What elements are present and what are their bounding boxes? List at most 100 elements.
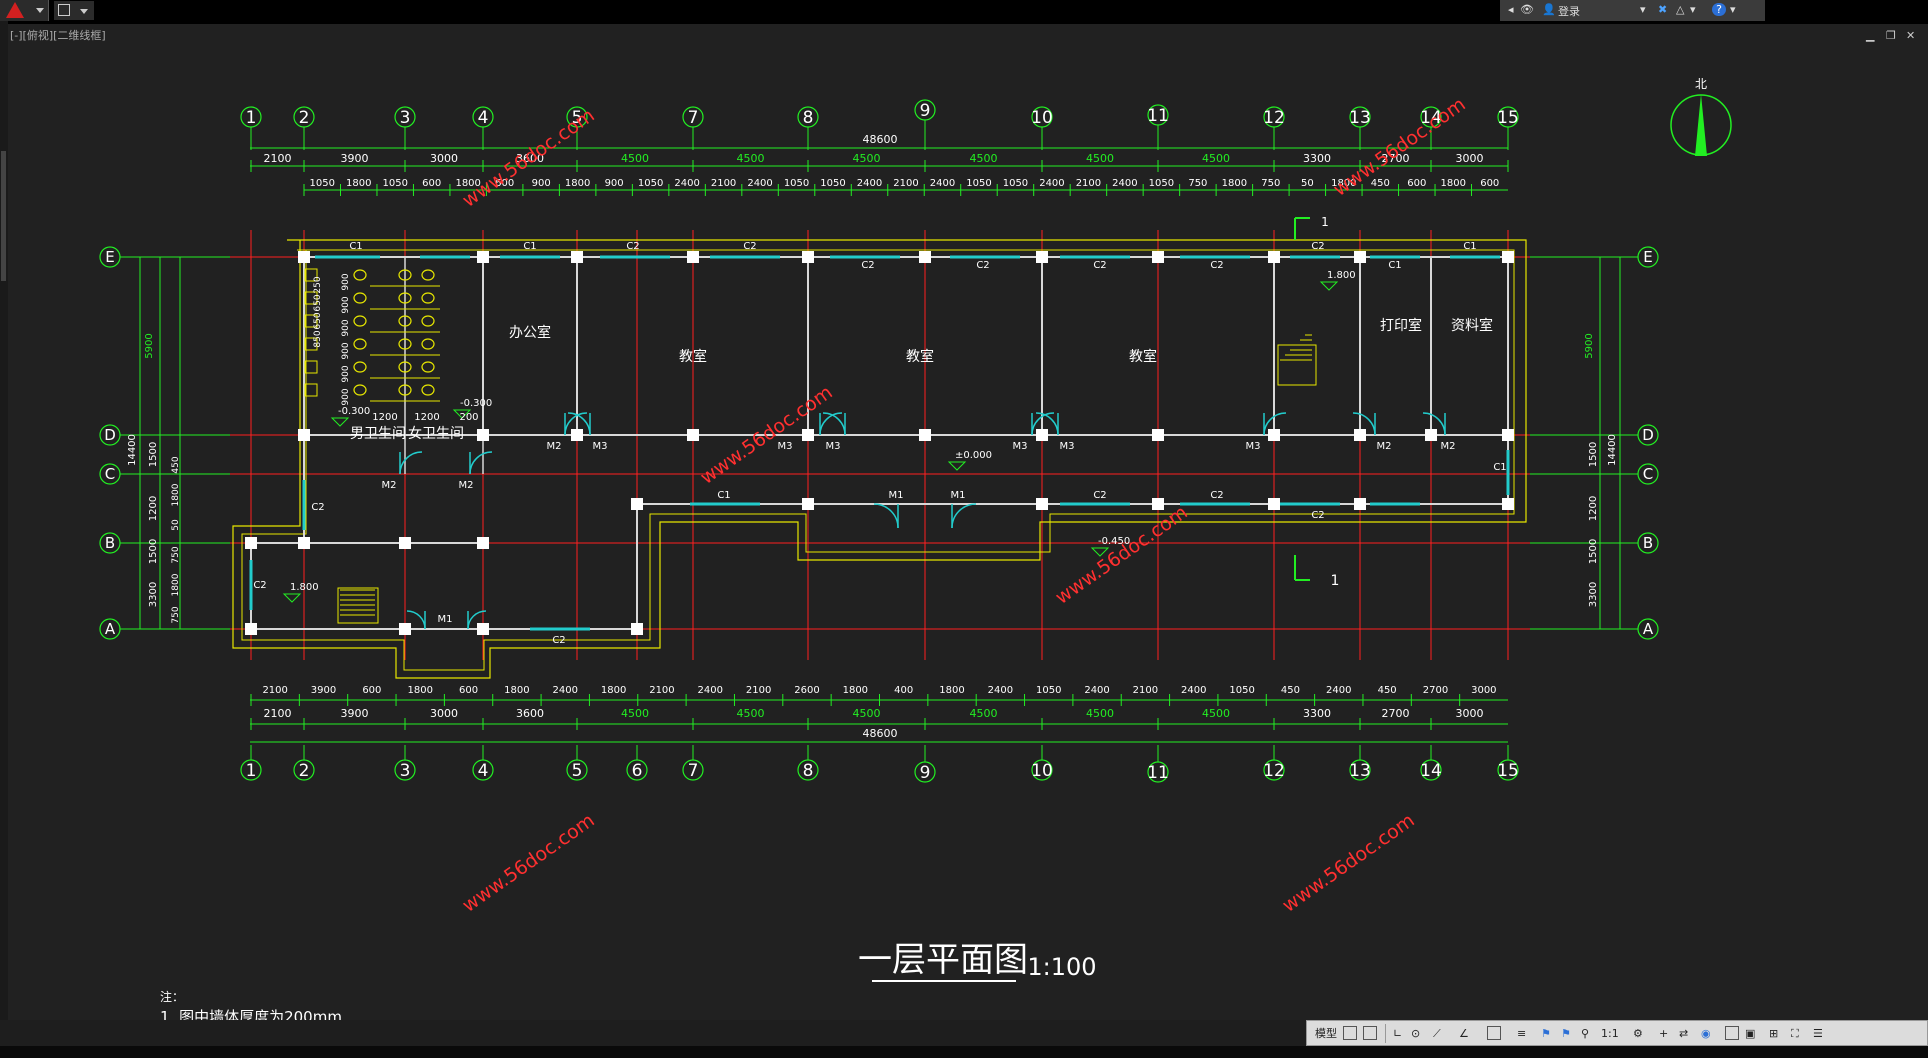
toilet-fixture [398, 338, 412, 350]
model-tab[interactable]: 模型 [1315, 1027, 1337, 1040]
dim-left: 3300 [148, 582, 159, 607]
toilet-fixture [398, 384, 412, 396]
grid-label-bottom-13: 13 [1349, 761, 1371, 781]
drawing-area[interactable] [8, 24, 1928, 1024]
north-arrow-icon [1695, 94, 1707, 156]
door-label: M3 [593, 441, 608, 452]
chevron-down-icon[interactable]: ▾ [1730, 3, 1736, 16]
structural-column [298, 537, 310, 549]
dim-bottom-1: 2400 [1326, 685, 1351, 696]
isolate-icon[interactable]: ◉ [1701, 1027, 1711, 1040]
a360-icon[interactable]: △ [1676, 3, 1685, 16]
structural-column [1502, 251, 1514, 263]
toilet-fixture [421, 292, 435, 304]
restore-icon[interactable]: ❐ [1886, 29, 1896, 42]
room-name: 资料室 [1451, 317, 1493, 334]
dim-top-2: 2100 [711, 178, 736, 189]
autocad-logo-icon [6, 2, 24, 18]
grid-label-top-10: 10 [1031, 108, 1053, 128]
object-track-icon[interactable]: ∠ [1459, 1027, 1469, 1040]
stair [337, 587, 379, 624]
window-label: C2 [1093, 260, 1106, 271]
auto-scale-icon[interactable]: ⚑ [1561, 1027, 1571, 1040]
dim-bottom-2: 4500 [1202, 707, 1230, 720]
binoculars-icon[interactable]: 👁 [1520, 3, 1534, 16]
dim-overall-top: 48600 [863, 133, 898, 146]
dim-bottom-1: 450 [1378, 685, 1397, 696]
elevation-mark: -0.450 [1098, 536, 1130, 547]
window-label: C2 [1210, 490, 1223, 501]
dim-top-2: 600 [1480, 178, 1499, 189]
door-label: M3 [1013, 441, 1028, 452]
dim-bottom-1: 2100 [649, 685, 674, 696]
plus-icon[interactable]: + [1659, 1027, 1669, 1040]
close-icon[interactable]: ✕ [1906, 29, 1916, 42]
annotation-scale-icon[interactable]: ⚲ [1581, 1027, 1590, 1040]
window-label: C1 [1463, 241, 1476, 252]
clean-screen-icon[interactable]: ▣ [1745, 1027, 1756, 1040]
toilet-dim: 900 [341, 319, 351, 336]
structural-column [245, 537, 257, 549]
isodraft-icon[interactable]: ⟋ [1433, 1027, 1441, 1040]
fullscreen-icon[interactable]: ⛶ [1791, 1027, 1799, 1040]
user-icon[interactable]: 👤 [1542, 3, 1556, 16]
door-label: M2 [547, 441, 562, 452]
polar-icon[interactable]: ⊙ [1411, 1027, 1421, 1040]
dim-bottom-2: 4500 [970, 707, 998, 720]
toilet-dim: 650 [313, 312, 323, 329]
grid-icon[interactable] [1343, 1026, 1357, 1040]
arrow-left-icon[interactable]: ◂ [1508, 3, 1514, 16]
elevation-mark: -0.300 [460, 398, 492, 409]
drawing-title: 一层平面图 [858, 940, 1028, 980]
ortho-icon[interactable]: ∟ [1393, 1027, 1403, 1040]
chevron-down-icon[interactable] [80, 9, 88, 14]
structural-column [298, 429, 310, 441]
help-icon[interactable]: ? [1712, 3, 1726, 16]
door-swing [399, 451, 423, 475]
osnap-icon[interactable] [1487, 1026, 1501, 1040]
grid-label-right-A: A [1643, 620, 1654, 638]
hardware-accel-icon[interactable] [1725, 1026, 1739, 1040]
exchange-icon[interactable]: ✖ [1658, 3, 1668, 16]
grid-label-top-8: 8 [803, 108, 814, 128]
structural-column [802, 251, 814, 263]
annotation-visibility-icon[interactable]: ⚑ [1541, 1027, 1551, 1040]
properties-icon[interactable]: ⊞ [1769, 1027, 1779, 1040]
dim-top-2: 750 [1188, 178, 1207, 189]
toilet-dim: 200 [459, 412, 478, 423]
application-menu-button[interactable] [0, 0, 49, 21]
chevron-down-icon[interactable]: ▾ [1690, 3, 1696, 16]
structural-column [298, 251, 310, 263]
left-scrollbar[interactable] [0, 21, 8, 1031]
toilet-fixture [353, 269, 367, 281]
chevron-down-icon[interactable]: ▾ [1640, 3, 1646, 16]
quick-access-toolbar[interactable] [54, 1, 94, 20]
minimize-icon[interactable]: ▁ [1866, 29, 1875, 42]
gear-icon[interactable]: ⚙ [1633, 1027, 1643, 1040]
structural-column [687, 251, 699, 263]
dim-right-depth: 5900 [1584, 333, 1595, 358]
sign-in-label[interactable]: 登录 [1558, 5, 1580, 18]
annotation-scale-value[interactable]: 1:1 [1601, 1027, 1619, 1040]
door-label: M2 [1377, 441, 1392, 452]
dim-right: 1200 [1588, 496, 1599, 521]
units-icon[interactable]: ⇄ [1679, 1027, 1689, 1040]
save-icon[interactable] [58, 4, 70, 16]
structural-column [687, 429, 699, 441]
snap-icon[interactable] [1363, 1026, 1377, 1040]
structural-column [1502, 429, 1514, 441]
urinal-fixture [304, 268, 318, 282]
toilet-dim: 900 [341, 273, 351, 290]
viewport-controls[interactable]: [-][俯视][二维线框] [10, 29, 106, 42]
dim-left-inner: 1800 [171, 573, 181, 596]
scrollbar-thumb[interactable] [1, 151, 6, 281]
customize-icon[interactable]: ☰ [1813, 1027, 1823, 1040]
room-name: 打印室 [1380, 317, 1422, 334]
dim-overall-bottom: 48600 [863, 727, 898, 740]
dim-left-inner: 50 [171, 519, 181, 531]
structural-column [1036, 429, 1048, 441]
dim-bottom-2: 3300 [1303, 707, 1331, 720]
lineweight-icon[interactable]: ≡ [1517, 1027, 1527, 1040]
grid-label-top-14: 14 [1420, 108, 1442, 128]
grid-label-bottom-14: 14 [1420, 761, 1442, 781]
